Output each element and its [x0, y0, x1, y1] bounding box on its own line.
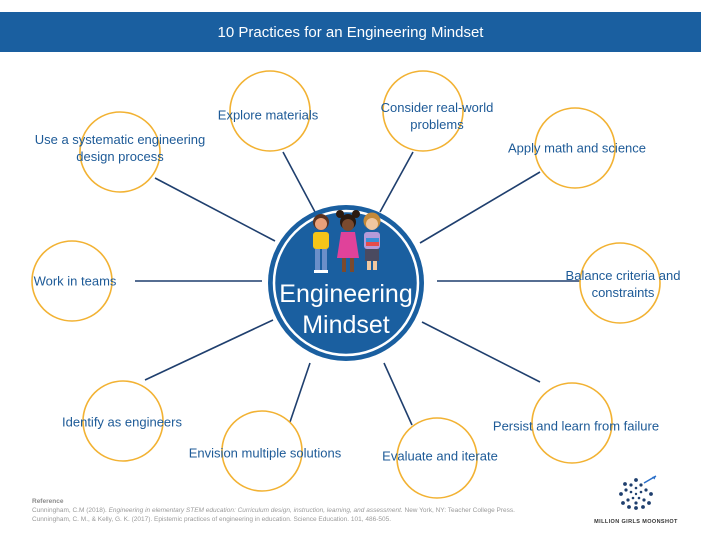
practice-ring [82, 380, 164, 462]
practice-label-criteria-constraints: Balance criteria and constraints [566, 267, 681, 301]
moonshot-logo-icon [619, 475, 657, 510]
reference-author: Cunningham, C.M (2018). [32, 507, 109, 514]
practice-ring [534, 107, 616, 189]
connector-line [282, 151, 316, 213]
label-line: Identify as engineers [62, 414, 182, 430]
reference-publisher: New York, NY: Teacher College Press. [402, 507, 515, 514]
connector-line [383, 362, 413, 426]
label-line: Evaluate and iterate [382, 448, 498, 464]
brand-block: MILLION GIRLS MOONSHOT [588, 474, 684, 525]
practice-label-work-in-teams: Work in teams [34, 273, 117, 290]
reference-heading: Reference [32, 498, 64, 505]
label-line: Apply math and science [507, 140, 647, 156]
center-label-line: Engineering [279, 280, 413, 308]
center-label: Engineering Mindset [279, 279, 412, 341]
practice-ring [79, 111, 161, 193]
label-line: problems [410, 117, 464, 132]
practice-label-evaluate-iterate: Evaluate and iterate [382, 448, 498, 465]
practice-ring [579, 242, 661, 324]
practice-label-multiple-solutions: Envision multiple solutions [189, 445, 341, 462]
center-circle-outer [268, 205, 424, 361]
practice-ring [382, 70, 464, 152]
kid-pink-icon [336, 210, 360, 272]
connector-line [419, 171, 541, 244]
label-line: Envision multiple solutions [188, 445, 342, 461]
label-line: Work in teams [33, 273, 117, 289]
practice-label-explore-materials: Explore materials [218, 107, 318, 124]
connector-line [289, 362, 311, 423]
practice-ring [31, 240, 113, 322]
practice-label-persist-learn: Persist and learn from failure [493, 418, 659, 435]
label-line: Explore materials [217, 107, 319, 123]
label-line: constraints [591, 285, 655, 300]
label-line: design process [76, 149, 164, 164]
brand-name: MILLION GIRLS MOONSHOT [594, 519, 678, 525]
title-bar: 10 Practices for an Engineering Mindset [0, 12, 701, 52]
reference-line: Cunningham, C. M., & Kelly, G. K. (2017)… [32, 516, 392, 523]
page-title: 10 Practices for an Engineering Mindset [217, 23, 484, 41]
kid-yellow-icon [313, 214, 329, 273]
label-line: Use a systematic engineering [34, 132, 206, 147]
connector-line [379, 151, 414, 213]
practice-label-systematic-design: Use a systematic engineering design proc… [35, 131, 206, 165]
label-line: Persist and learn from failure [492, 418, 660, 434]
label-line: Balance criteria and [565, 268, 681, 283]
reference-block: Reference Cunningham, C.M (2018). Engine… [32, 497, 515, 524]
practice-label-real-world-problems: Consider real-world problems [381, 99, 494, 133]
reference-line: Cunningham, C.M (2018). Engineering in e… [32, 506, 515, 515]
practice-ring [229, 70, 311, 152]
center-label-line: Mindset [302, 311, 390, 339]
practice-label-math-science: Apply math and science [508, 140, 646, 157]
kids-illustration [313, 210, 381, 273]
kid-books-icon [363, 212, 381, 270]
connector-line [144, 319, 274, 381]
practice-ring [396, 417, 478, 499]
label-line: Consider real-world [380, 100, 494, 115]
practice-ring [221, 410, 303, 492]
connector-line [154, 177, 276, 242]
reference-book-title: Engineering in elementary STEM education… [108, 507, 403, 514]
practice-label-identify-as-engineers: Identify as engineers [62, 414, 182, 431]
practice-ring [531, 382, 613, 464]
center-circle-inner-ring [272, 209, 420, 357]
connector-line [421, 321, 541, 383]
